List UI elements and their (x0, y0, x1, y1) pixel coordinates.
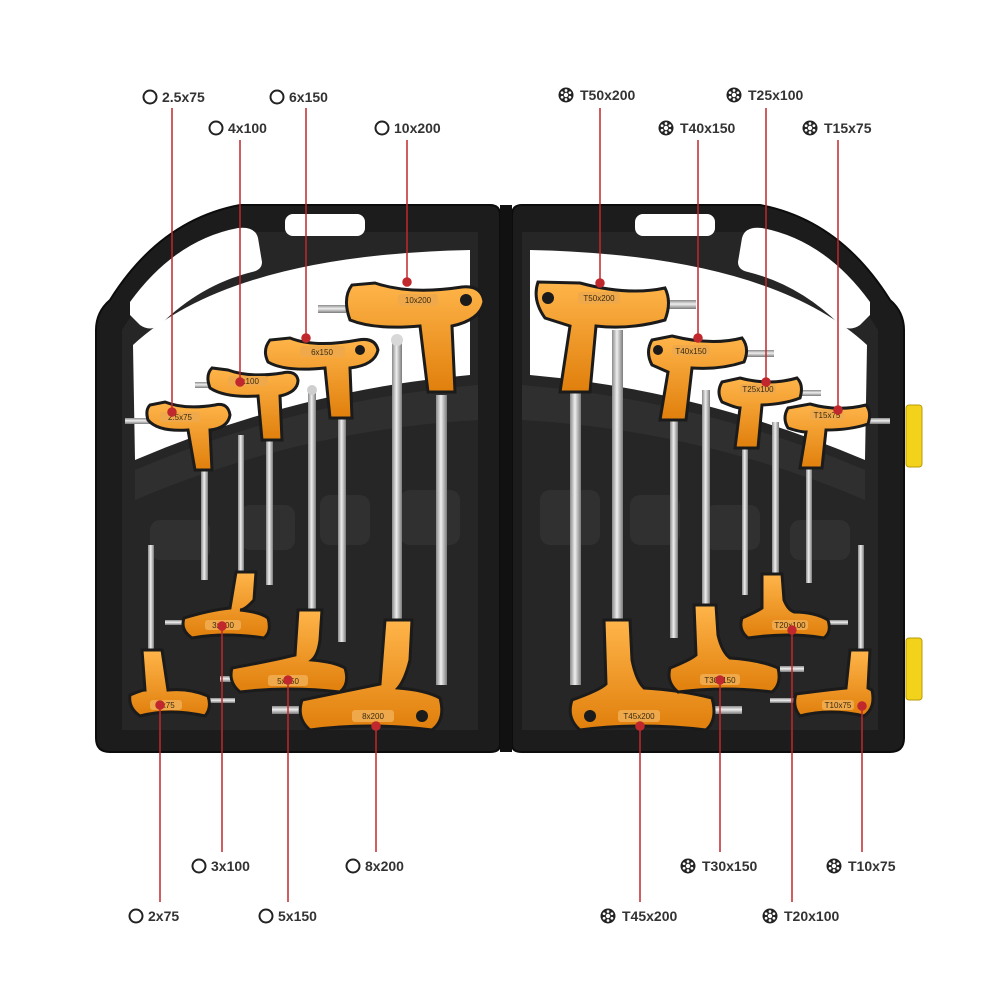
label-text: T30x150 (702, 858, 757, 874)
torx-star-icon (826, 858, 842, 874)
case-right-tray-ridge (522, 385, 865, 500)
handle-imprint-T25x100: T25x100 (742, 385, 774, 394)
handle-imprint-2-5x75: 2.5x75 (168, 413, 193, 422)
leader-lines (155, 108, 867, 902)
torx-star-icon (762, 908, 778, 924)
label-text: T10x75 (848, 858, 896, 874)
torx-star-icon (600, 908, 616, 924)
handle-imprint-T10x75: T10x75 (825, 701, 852, 710)
hollow-circle-icon (374, 120, 390, 136)
label-text: T45x200 (622, 908, 677, 924)
hollow-circle-icon (142, 89, 158, 105)
tool-hex-8x200: 8x200 (272, 618, 444, 732)
tool-torx-T50x200: T50x200 (534, 280, 696, 685)
label-text: 10x200 (394, 120, 441, 136)
hollow-circle-icon (191, 858, 207, 874)
handle-imprint-T20x100: T20x100 (774, 621, 806, 630)
hex-label-2x75: 2x75 (128, 908, 179, 924)
torx-star-icon (658, 120, 674, 136)
handle-imprint-2x75: 2x75 (157, 701, 175, 710)
hex-label-10x200: 10x200 (374, 120, 441, 136)
hollow-circle-icon (269, 89, 285, 105)
label-text: T50x200 (580, 87, 635, 103)
torx-label-T25x100: T25x100 (726, 87, 803, 103)
hollow-circle-icon (345, 858, 361, 874)
torx-label-T50x200: T50x200 (558, 87, 635, 103)
tool-hex-6x150: 6x150 (263, 336, 380, 642)
case-hinge (500, 205, 512, 752)
label-text: T15x75 (824, 120, 872, 136)
hollow-circle-icon (208, 120, 224, 136)
tool-torx-T10x75: T10x75 (770, 545, 875, 718)
hollow-circle-icon (258, 908, 274, 924)
case-right-handle-hole (738, 227, 870, 329)
hex-label-8x200: 8x200 (345, 858, 404, 874)
tool-torx-T20x100: T20x100 (739, 572, 848, 640)
case-left-handle-hole (130, 227, 262, 329)
label-text: T40x150 (680, 120, 735, 136)
torx-label-T30x150: T30x150 (680, 858, 757, 874)
case-left-top-slot (285, 214, 365, 236)
hex-label-2-5x75: 2.5x75 (142, 89, 205, 105)
torx-star-icon (802, 120, 818, 136)
tool-torx-T40x150: T40x150 (647, 334, 774, 638)
torx-label-T10x75: T10x75 (826, 858, 896, 874)
label-text: 4x100 (228, 120, 267, 136)
hex-label-3x100: 3x100 (191, 858, 250, 874)
torx-label-T20x100: T20x100 (762, 908, 839, 924)
handle-imprint-10x200: 10x200 (405, 296, 432, 305)
label-text: 2.5x75 (162, 89, 205, 105)
label-text: 8x200 (365, 858, 404, 874)
torx-label-T15x75: T15x75 (802, 120, 872, 136)
torx-label-T40x150: T40x150 (658, 120, 735, 136)
latch-upper (905, 404, 923, 468)
hex-label-5x150: 5x150 (258, 908, 317, 924)
torx-star-icon (558, 87, 574, 103)
handle-imprint-T45x200: T45x200 (623, 712, 655, 721)
handle-imprint-4x100: 4x100 (237, 377, 259, 386)
latch-lower (905, 637, 923, 701)
case-right-top-slot (635, 214, 715, 236)
handle-imprint-T40x150: T40x150 (675, 347, 707, 356)
label-text: 3x100 (211, 858, 250, 874)
torx-star-icon (680, 858, 696, 874)
handle-imprint-T50x200: T50x200 (583, 294, 615, 303)
hex-label-6x150: 6x150 (269, 89, 328, 105)
handle-imprint-6x150: 6x150 (311, 348, 333, 357)
label-text: T20x100 (784, 908, 839, 924)
tool-torx-T25x100: T25x100 (717, 376, 821, 595)
tool-hex-10x200: 10x200 (318, 281, 486, 685)
hex-label-4x100: 4x100 (208, 120, 267, 136)
label-text: 2x75 (148, 908, 179, 924)
hollow-circle-icon (128, 908, 144, 924)
handle-imprint-8x200: 8x200 (362, 712, 384, 721)
handle-imprint-T15x75: T15x75 (814, 411, 841, 420)
torx-star-icon (726, 87, 742, 103)
torx-label-T45x200: T45x200 (600, 908, 677, 924)
label-text: T25x100 (748, 87, 803, 103)
label-text: 5x150 (278, 908, 317, 924)
tool-torx-T45x200: T45x200 (568, 618, 742, 732)
label-text: 6x150 (289, 89, 328, 105)
